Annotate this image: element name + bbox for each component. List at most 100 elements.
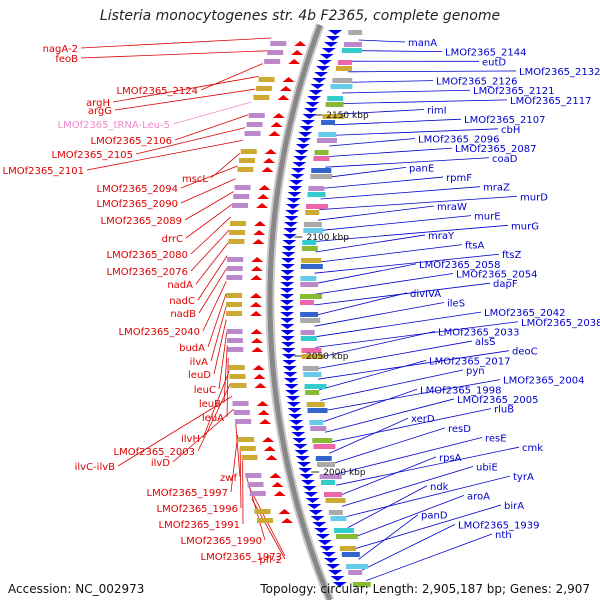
- reverse-gene-arrow: [280, 300, 294, 305]
- reverse-gene-arrow: [281, 252, 296, 257]
- reverse-gene-arrow: [304, 492, 318, 497]
- reverse-gene-arrow: [284, 384, 299, 389]
- right-leader-line: [315, 321, 519, 348]
- right-leader-line: [339, 99, 508, 104]
- reverse-gene-arrow: [281, 258, 296, 263]
- gene-feature-block: [335, 66, 352, 71]
- gene-feature-block: [310, 174, 333, 179]
- right-leader-line: [320, 369, 464, 401]
- reverse-gene-arrow: [282, 360, 297, 365]
- right-gene-label-iles: ileS: [447, 298, 465, 309]
- reverse-gene-arrow: [283, 228, 298, 233]
- right-leader-line: [331, 427, 446, 465]
- gene-feature-block: [302, 366, 319, 371]
- topology-label: Topology: circular; Length: 2,905,187 bp…: [260, 582, 590, 596]
- gene-feature-block: [330, 516, 347, 521]
- forward-gene-arrow: [291, 50, 304, 55]
- left-leader-line: [200, 63, 263, 91]
- reverse-gene-arrow: [328, 570, 343, 575]
- reverse-gene-arrow: [290, 426, 305, 431]
- reverse-gene-arrow: [282, 234, 297, 239]
- gene-feature-block: [348, 30, 363, 35]
- gene-feature-block: [306, 402, 325, 407]
- right-gene-label-rlub: rluB: [494, 405, 514, 416]
- left-gene-label-lmof2365-1973: LMOf2365_1973: [201, 552, 283, 563]
- reverse-gene-arrow: [299, 126, 314, 131]
- right-gene-label-pane: panE: [409, 163, 434, 174]
- gene-feature-block: [226, 266, 243, 271]
- forward-gene-arrow: [250, 329, 263, 334]
- reverse-gene-arrow: [312, 78, 327, 83]
- gene-feature-block: [248, 113, 265, 118]
- reverse-gene-arrow: [298, 468, 313, 473]
- gene-feature-block: [235, 419, 252, 424]
- right-leader-line: [317, 350, 510, 380]
- reverse-gene-arrow: [323, 42, 338, 47]
- reverse-gene-arrow: [297, 138, 312, 143]
- right-leader-line: [348, 70, 517, 73]
- reverse-gene-arrow: [323, 558, 338, 563]
- reverse-gene-arrow: [332, 582, 347, 587]
- left-gene-label-zwf: zwf: [220, 473, 237, 484]
- left-leader-line: [197, 383, 231, 452]
- right-gene-label-coad: coaD: [492, 154, 518, 165]
- right-gene-label-lmof2365-2121: LMOf2365_2121: [473, 86, 555, 97]
- gene-feature-block: [352, 582, 371, 587]
- left-gene-label-lmof2365-2040: LMOf2365_2040: [119, 327, 201, 338]
- reverse-gene-arrow: [280, 264, 295, 269]
- reverse-gene-arrow: [314, 528, 329, 533]
- left-leader-line: [174, 114, 249, 141]
- gene-feature-block: [267, 50, 284, 55]
- reverse-gene-arrow: [317, 540, 332, 545]
- gene-feature-block: [322, 114, 345, 119]
- reverse-gene-arrow: [294, 150, 309, 155]
- gene-feature-block: [227, 347, 244, 352]
- right-gene-label-ftsz: ftsZ: [502, 250, 521, 261]
- gene-feature-block: [241, 455, 258, 460]
- reverse-gene-arrow: [281, 354, 296, 359]
- right-leader-line: [327, 408, 492, 444]
- forward-gene-arrow: [256, 401, 269, 406]
- left-leader-line: [198, 268, 227, 314]
- gene-feature-block: [226, 311, 243, 316]
- gene-feature-block: [334, 528, 355, 533]
- left-leader-line: [86, 140, 243, 171]
- gene-feature-block: [254, 509, 271, 514]
- gene-feature-block: [303, 228, 324, 233]
- right-leader-line: [333, 437, 483, 475]
- genome-backbone: [265, 23, 335, 600]
- reverse-gene-arrow: [287, 192, 302, 197]
- gene-feature-block: [300, 330, 315, 335]
- reverse-gene-arrow: [321, 552, 336, 557]
- right-leader-line: [358, 39, 406, 43]
- gene-feature-block: [247, 482, 264, 487]
- right-gene-label-lmof2365-2107: LMOf2365_2107: [464, 115, 546, 126]
- right-gene-label-lmof2365-2033: LMOf2365_2033: [438, 327, 520, 338]
- left-gene-label-nadc: nadC: [169, 296, 195, 307]
- gene-feature-block: [246, 122, 263, 127]
- gene-feature-block: [300, 294, 323, 299]
- right-leader-line: [366, 533, 493, 581]
- forward-gene-arrow: [263, 446, 276, 451]
- forward-gene-arrow: [250, 302, 263, 307]
- gene-feature-block: [233, 194, 250, 199]
- forward-gene-arrow: [278, 509, 291, 514]
- forward-gene-arrow: [269, 473, 282, 478]
- reverse-gene-arrow: [291, 168, 306, 173]
- forward-gene-arrow: [253, 230, 266, 235]
- forward-gene-arrow: [265, 455, 278, 460]
- gene-feature-block: [237, 167, 254, 172]
- reverse-gene-arrow: [280, 306, 295, 311]
- right-gene-label-lmof2365-2004: LMOf2365_2004: [503, 376, 585, 387]
- forward-gene-arrow: [270, 122, 283, 127]
- right-leader-line: [315, 234, 426, 253]
- left-leader-line: [239, 447, 242, 509]
- gene-feature-block: [341, 48, 362, 53]
- gene-feature-block: [303, 372, 322, 377]
- forward-gene-arrow: [277, 95, 290, 100]
- forward-gene-arrow: [250, 275, 263, 280]
- reverse-gene-arrow: [293, 156, 308, 161]
- gene-feature-block: [327, 96, 344, 101]
